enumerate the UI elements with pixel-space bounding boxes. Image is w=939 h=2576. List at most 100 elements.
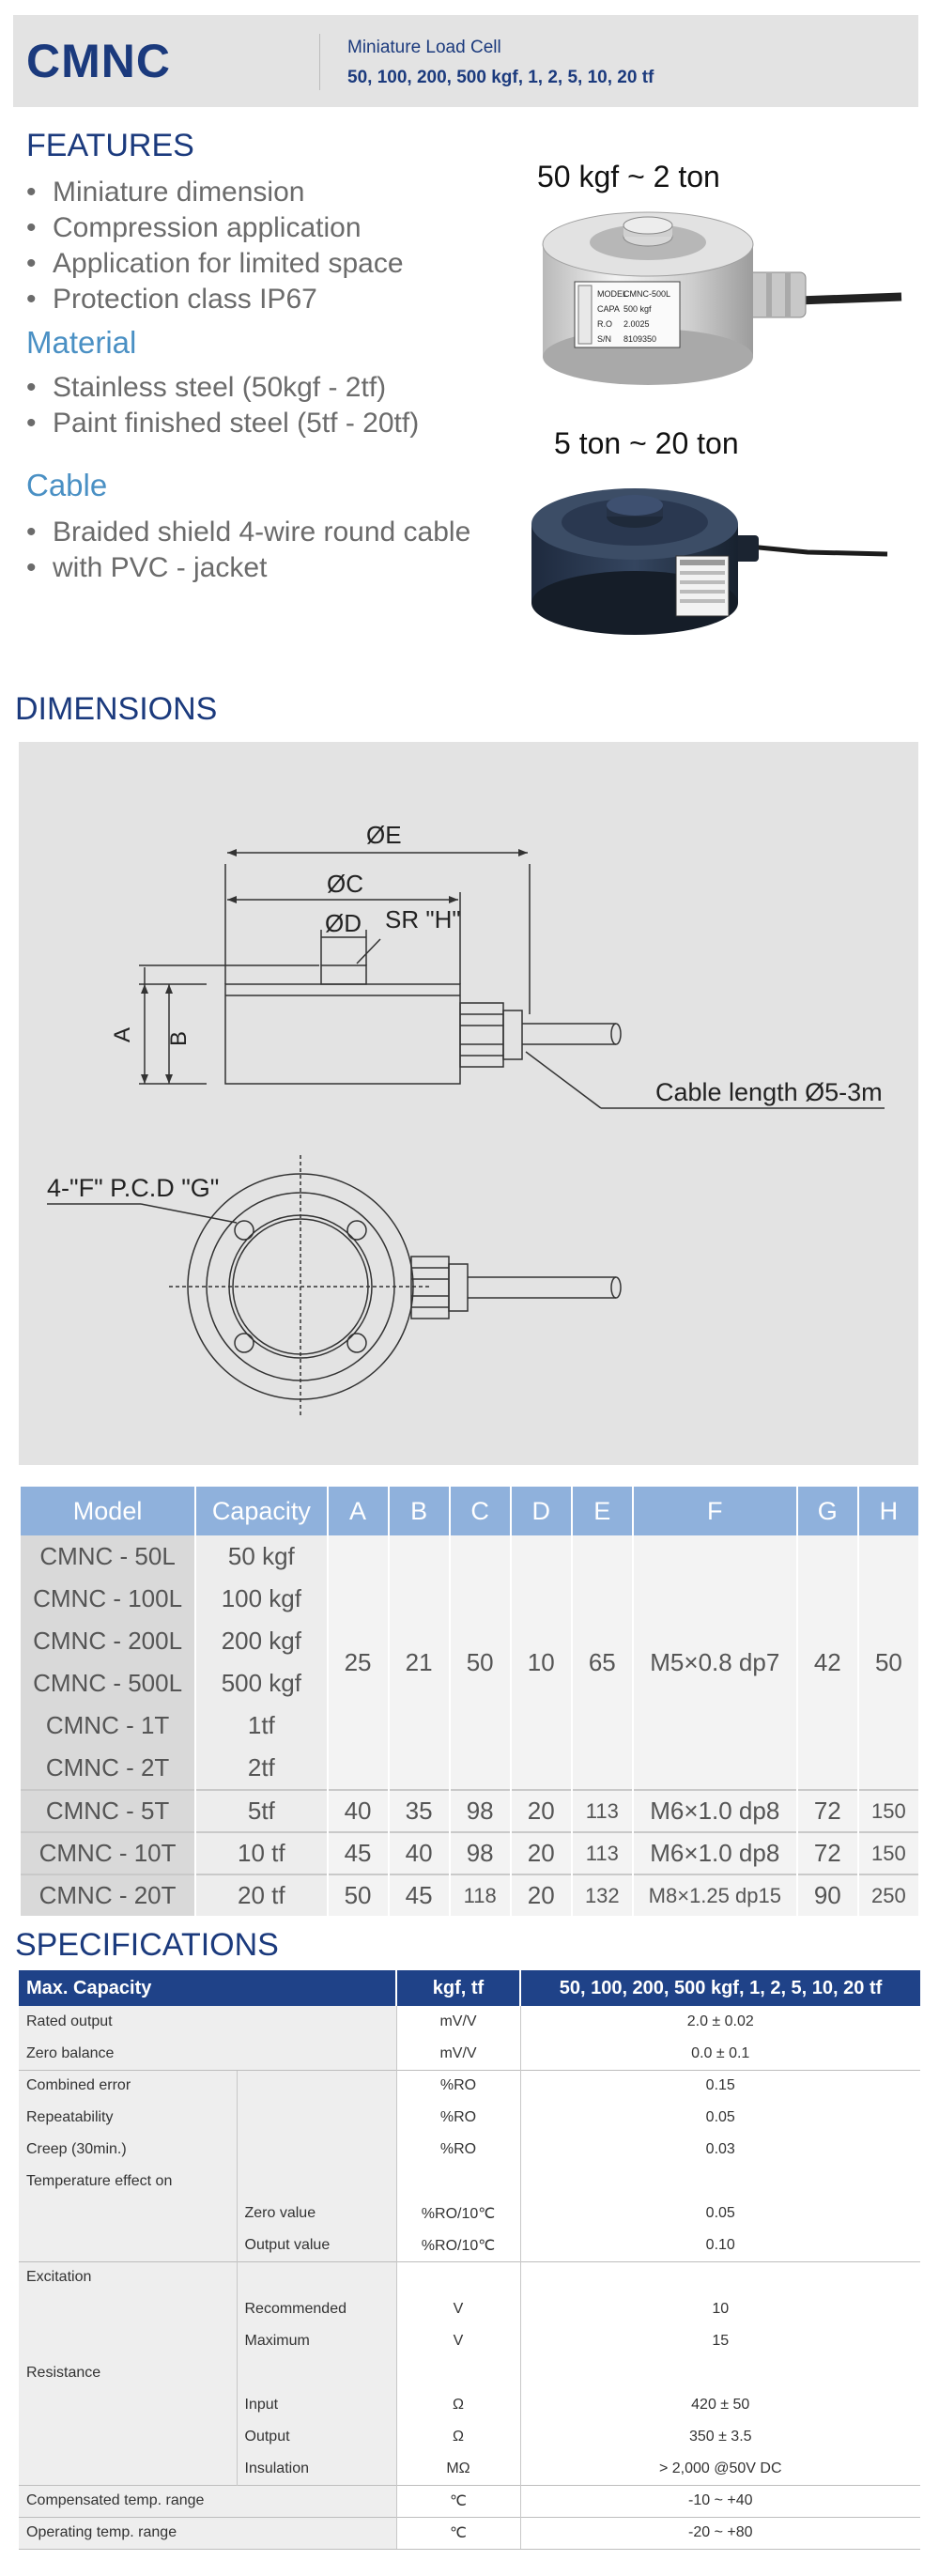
capacity-cell: 100 kgf xyxy=(196,1578,327,1620)
col-D: D xyxy=(511,1487,571,1535)
shared-B: 21 xyxy=(389,1535,449,1789)
features-list: Miniature dimension Compression applicat… xyxy=(26,175,404,317)
feature-item: Compression application xyxy=(26,210,404,246)
spec-sublabel: Recommended xyxy=(236,2293,396,2325)
value-cell: 45 xyxy=(328,1831,388,1874)
spec-value xyxy=(519,2260,920,2293)
material-item: Stainless steel (50kgf - 2tf) xyxy=(26,370,419,406)
spec-value: -20 ~ +80 xyxy=(519,2516,920,2550)
shared-A: 25 xyxy=(328,1535,388,1789)
spec-unit: ℃ xyxy=(395,2516,520,2550)
spec-row: Zero value %RO/10℃ 0.05 xyxy=(19,2198,920,2229)
spec-sublabel xyxy=(236,2102,396,2134)
value-cell: 98 xyxy=(450,1789,510,1831)
value-cell: 40 xyxy=(389,1831,449,1874)
spec-label xyxy=(19,2389,237,2421)
spec-unit: V xyxy=(395,2293,520,2325)
spec-value: 350 ± 3.5 xyxy=(519,2421,920,2453)
label-model-value: CMNC-500L xyxy=(623,289,670,299)
value-cell: 250 xyxy=(858,1874,918,1916)
model-cell: CMNC - 50L xyxy=(21,1535,195,1578)
shared-H: 50 xyxy=(858,1535,918,1789)
value-cell: 40 xyxy=(328,1789,388,1831)
spec-value: 0.05 xyxy=(519,2102,920,2134)
model-cell: CMNC - 500L xyxy=(21,1662,195,1704)
value-cell: M6×1.0 dp8 xyxy=(633,1831,796,1874)
cable-length-note: Cable length Ø5-3m xyxy=(655,1078,883,1106)
spec-unit: mV/V xyxy=(395,2038,520,2070)
spec-unit xyxy=(395,2166,520,2198)
material-title: Material xyxy=(26,325,137,360)
spec-header-value: 50, 100, 200, 500 kgf, 1, 2, 5, 10, 20 t… xyxy=(519,1970,920,2006)
spec-value: 2.0 ± 0.02 xyxy=(519,2006,920,2038)
spec-sublabel: Maximum xyxy=(236,2325,396,2357)
header-bar: CMNC Miniature Load Cell 50, 100, 200, 5… xyxy=(13,15,918,107)
spec-value xyxy=(519,2357,920,2389)
cable-title: Cable xyxy=(26,468,108,502)
label-D: ØD xyxy=(325,909,362,937)
spec-unit: %RO/10℃ xyxy=(395,2229,520,2261)
dimensions-title: DIMENSIONS xyxy=(15,691,218,727)
spec-unit: MΩ xyxy=(395,2453,520,2485)
spec-label xyxy=(19,2325,237,2357)
spec-header-unit: kgf, tf xyxy=(395,1970,520,2006)
table-row: CMNC - 2T 2tf xyxy=(21,1747,918,1789)
table-row: CMNC - 500L 500 kgf xyxy=(21,1662,918,1704)
value-cell: 45 xyxy=(389,1874,449,1916)
spec-unit: %RO xyxy=(395,2102,520,2134)
spec-row: Operating temp. range ℃ -20 ~ +80 xyxy=(19,2516,920,2550)
spec-unit: %RO xyxy=(395,2134,520,2166)
label-B: B xyxy=(166,1031,192,1046)
dimension-table-header: Model Capacity A B C D E F G H xyxy=(21,1487,918,1535)
model-cell: CMNC - 20T xyxy=(21,1874,195,1916)
col-capacity: Capacity xyxy=(196,1487,327,1535)
spec-unit: Ω xyxy=(395,2389,520,2421)
label-sn: S/N xyxy=(597,334,611,344)
col-A: A xyxy=(328,1487,388,1535)
spec-label xyxy=(19,2229,237,2261)
spec-row: Repeatability %RO 0.05 xyxy=(19,2102,920,2134)
label-capa-value: 500 kgf xyxy=(623,304,652,314)
spec-sublabel: Output xyxy=(236,2421,396,2453)
product-caption-small: 50 kgf ~ 2 ton xyxy=(537,160,720,193)
col-G: G xyxy=(797,1487,857,1535)
value-cell: 90 xyxy=(797,1874,857,1916)
capacity-cell: 1tf xyxy=(196,1704,327,1747)
model-cell: CMNC - 200L xyxy=(21,1620,195,1662)
spec-label: Creep (30min.) xyxy=(19,2134,237,2166)
spec-value: > 2,000 @50V DC xyxy=(519,2453,920,2485)
table-row: CMNC - 200L 200 kgf xyxy=(21,1620,918,1662)
shared-G: 42 xyxy=(797,1535,857,1789)
col-E: E xyxy=(572,1487,632,1535)
value-cell: 113 xyxy=(572,1789,632,1831)
spec-row: Input Ω 420 ± 50 xyxy=(19,2389,920,2421)
label-A: A xyxy=(110,1027,135,1042)
value-cell: 98 xyxy=(450,1831,510,1874)
spec-value: 0.15 xyxy=(519,2069,920,2102)
brand-title: CMNC xyxy=(26,35,171,87)
spec-value xyxy=(519,2166,920,2198)
spec-sublabel: Zero value xyxy=(236,2198,396,2229)
spec-row: Resistance xyxy=(19,2357,920,2389)
dimensions-drawing-panel: ØE ØC ØD SR "H" A B Cable length Ø5-3m 4… xyxy=(19,742,918,1465)
model-cell: CMNC - 10T xyxy=(21,1831,195,1874)
label-SR: SR "H" xyxy=(385,905,461,933)
col-B: B xyxy=(389,1487,449,1535)
material-item: Paint finished steel (5tf - 20tf) xyxy=(26,406,419,441)
value-cell: 132 xyxy=(572,1874,632,1916)
value-cell: M6×1.0 dp8 xyxy=(633,1789,796,1831)
table-row: CMNC - 20T 20 tf 50 45 118 20 132 M8×1.2… xyxy=(21,1874,918,1916)
spec-label: Combined error xyxy=(19,2069,237,2102)
value-cell: 72 xyxy=(797,1831,857,1874)
value-cell: 20 xyxy=(511,1874,571,1916)
spec-value: 0.10 xyxy=(519,2229,920,2261)
model-cell: CMNC - 100L xyxy=(21,1578,195,1620)
dimensions-drawing: ØE ØC ØD SR "H" A B Cable length Ø5-3m 4… xyxy=(47,821,885,1418)
header-subtitle: Miniature Load Cell xyxy=(347,38,501,57)
spec-label xyxy=(19,2293,237,2325)
header-models: 50, 100, 200, 500 kgf, 1, 2, 5, 10, 20 t… xyxy=(347,68,654,87)
spec-value: 15 xyxy=(519,2325,920,2357)
shared-C: 50 xyxy=(450,1535,510,1789)
spec-row: Temperature effect on xyxy=(19,2166,920,2198)
spec-row: Rated output mV/V 2.0 ± 0.02 xyxy=(19,2006,920,2038)
